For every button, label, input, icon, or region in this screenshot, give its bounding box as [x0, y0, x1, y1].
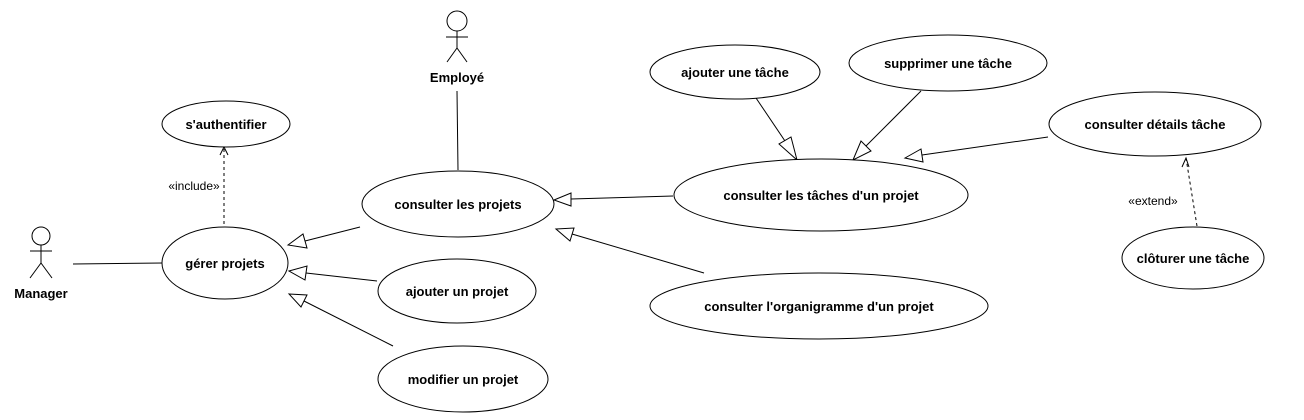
gen-gerer-to-consulter-projets [286, 226, 361, 249]
usecase-consulter-taches[interactable]: consulter les tâches d'un projet [673, 158, 969, 232]
usecase-consulter-organigramme[interactable]: consulter l'organigramme d'un projet [649, 272, 989, 340]
assoc-employe-consulter-projets [456, 90, 459, 171]
usecase-ajouter-tache[interactable]: ajouter une tâche [649, 44, 821, 100]
include-gerer-to-authentifier [219, 145, 229, 224]
gen-organigramme-to-projets [554, 227, 705, 274]
gen-modifier-projet-to-gerer [287, 293, 394, 347]
usecase-gerer-projets-label: gérer projets [185, 256, 264, 271]
usecase-supprimer-tache[interactable]: supprimer une tâche [848, 34, 1048, 92]
usecase-modifier-projet-label: modifier un projet [408, 372, 519, 387]
gen-supprimer-tache-to-consulter-taches [852, 90, 922, 162]
actor-manager-label: Manager [14, 286, 67, 301]
usecase-gerer-projets[interactable]: gérer projets [161, 226, 289, 300]
actor-employe[interactable]: Employé [430, 10, 484, 85]
usecase-consulter-details-tache[interactable]: consulter détails tâche [1048, 91, 1262, 157]
actor-employe-leg-right [456, 47, 468, 63]
assoc-manager-gerer-projets [72, 262, 164, 265]
actor-manager[interactable]: Manager [14, 226, 68, 301]
gen-ajouter-tache-to-consulter-taches [755, 97, 798, 162]
usecase-sauthentifier-label: s'authentifier [185, 117, 266, 132]
usecase-consulter-projets-label: consulter les projets [394, 197, 521, 212]
usecase-supprimer-tache-label: supprimer une tâche [884, 56, 1012, 71]
actor-manager-leg-right [40, 262, 53, 279]
actor-manager-leg-left [29, 262, 42, 279]
usecase-ajouter-projet[interactable]: ajouter un projet [377, 258, 537, 324]
extend-stereotype-label: «extend» [1128, 194, 1178, 208]
actor-employe-leg-left [446, 47, 458, 63]
usecase-consulter-details-tache-label: consulter détails tâche [1085, 117, 1226, 132]
usecase-cloturer-tache[interactable]: clôturer une tâche [1121, 226, 1265, 290]
gen-ajouter-projet-to-gerer [287, 265, 378, 282]
extend-cloturer-to-details [1181, 156, 1198, 227]
usecase-consulter-organigramme-label: consulter l'organigramme d'un projet [704, 299, 934, 314]
usecase-consulter-projets[interactable]: consulter les projets [361, 170, 555, 238]
gen-consulter-taches-to-projets [552, 192, 674, 207]
gen-details-tache-to-consulter-taches [903, 136, 1049, 163]
actor-employe-label: Employé [430, 70, 484, 85]
actor-employe-head [446, 10, 468, 32]
usecase-ajouter-tache-label: ajouter une tâche [681, 65, 789, 80]
usecase-cloturer-tache-label: clôturer une tâche [1137, 251, 1250, 266]
usecase-sauthentifier[interactable]: s'authentifier [161, 100, 291, 148]
include-stereotype-label: «include» [168, 179, 220, 193]
usecase-consulter-taches-label: consulter les tâches d'un projet [723, 188, 919, 203]
usecase-modifier-projet[interactable]: modifier un projet [377, 345, 549, 413]
actor-manager-head [31, 226, 51, 246]
usecase-ajouter-projet-label: ajouter un projet [406, 284, 509, 299]
